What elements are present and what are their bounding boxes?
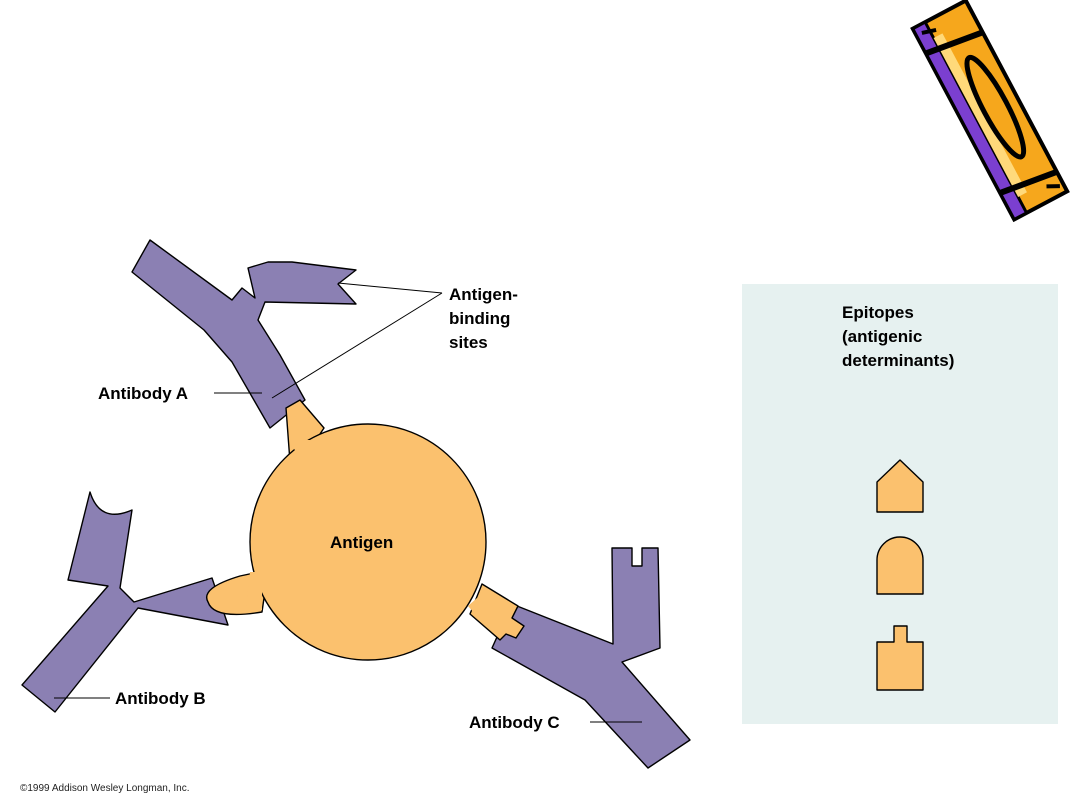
antibody-b-shape bbox=[21, 491, 229, 713]
pentagon-epitope-icon bbox=[876, 459, 924, 513]
antibody-a-shape bbox=[131, 239, 357, 429]
antibody-c-label: Antibody C bbox=[469, 713, 560, 732]
pencil-clipart-icon bbox=[910, 0, 1070, 223]
antigen-binding-sites-label: Antigen- binding sites bbox=[449, 285, 523, 352]
antibody-c-shape bbox=[491, 547, 691, 769]
binding-site-leader-upper bbox=[337, 282, 443, 294]
antibody-a-label: Antibody A bbox=[98, 384, 188, 403]
dome-epitope-icon bbox=[876, 536, 924, 595]
copyright-text: ©1999 Addison Wesley Longman, Inc. bbox=[20, 783, 190, 794]
antibody-b-label: Antibody B bbox=[115, 689, 206, 708]
epitopes-label: Epitopes (antigenic determinants) bbox=[842, 303, 954, 370]
antigen-label: Antigen bbox=[330, 533, 393, 552]
binding-site-leader-lower bbox=[271, 292, 443, 399]
notched-epitope-icon bbox=[876, 625, 924, 691]
antigen-shape bbox=[206, 399, 525, 661]
